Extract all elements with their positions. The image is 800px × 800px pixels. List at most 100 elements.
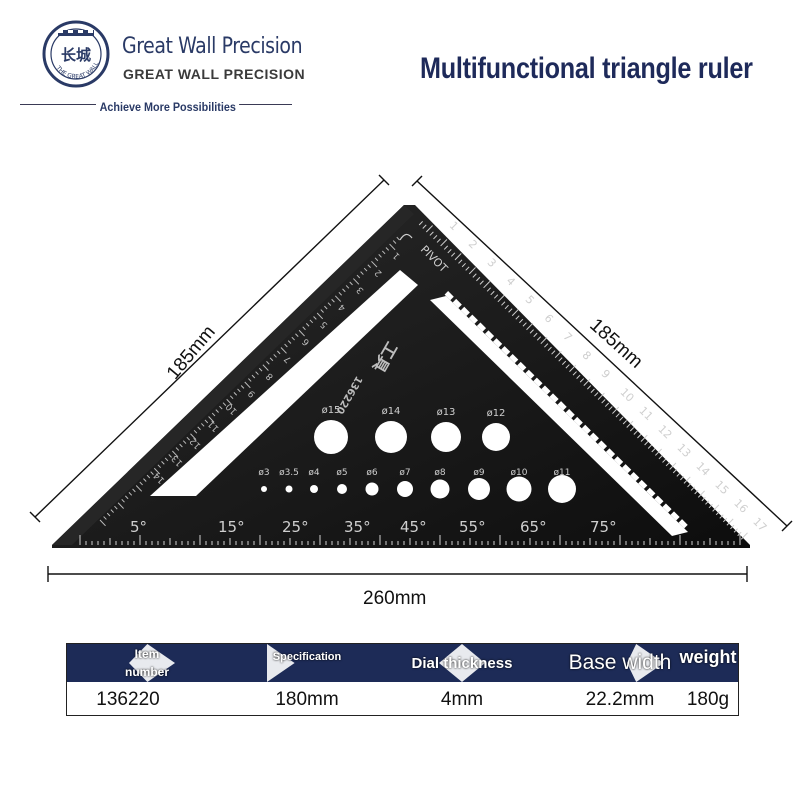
- left-tick: [342, 288, 346, 293]
- degree-label: 65°: [520, 518, 547, 536]
- left-tick: [345, 285, 350, 289]
- header-specification: Specification: [272, 651, 342, 663]
- small-hole: [430, 479, 450, 499]
- right-tick: [730, 524, 735, 530]
- left-tick: [226, 398, 233, 406]
- right-tick: [486, 287, 492, 292]
- left-tick: [356, 274, 361, 279]
- right-tick: [565, 364, 570, 369]
- left-tick: [251, 374, 256, 379]
- right-edge-number: 14: [693, 460, 712, 479]
- right-tick: [436, 238, 441, 243]
- right-tick: [594, 392, 599, 397]
- left-tick: [139, 481, 143, 486]
- serrated-teeth: [444, 291, 688, 529]
- slot-tooth: [460, 306, 470, 316]
- right-edge-number: 17: [750, 515, 769, 534]
- left-tick: [229, 395, 234, 400]
- right-edge-number: 9: [598, 367, 612, 381]
- left-tick: [237, 388, 241, 393]
- spec-table: Item number Specification Dial thickness…: [66, 643, 739, 716]
- right-tick: [726, 518, 734, 526]
- slot-tooth: [444, 291, 454, 301]
- slot-tooth: [501, 346, 511, 356]
- right-tick: [586, 385, 592, 390]
- left-tick: [353, 278, 360, 285]
- slot-tooth: [492, 338, 503, 348]
- slot-tooth: [662, 503, 672, 513]
- left-tick: [334, 295, 342, 302]
- value-base-width: 22.2mm: [585, 688, 655, 710]
- small-hole-label: ø8: [434, 468, 446, 478]
- left-tick: [233, 392, 238, 396]
- left-tick: [121, 498, 125, 503]
- small-hole: [548, 475, 576, 503]
- header-base-width: Base width: [568, 651, 672, 674]
- left-tick: [295, 333, 299, 337]
- left-tick: [255, 371, 259, 375]
- left-slot: [150, 270, 418, 496]
- right-tick: [740, 532, 748, 540]
- bottom-tick-marks: [79, 535, 741, 545]
- right-edge-number: 16: [731, 497, 750, 516]
- left-tick: [161, 461, 165, 465]
- right-tick: [633, 430, 638, 435]
- right-tick: [722, 517, 728, 523]
- right-tick: [533, 332, 538, 338]
- left-tick: [273, 354, 277, 358]
- right-tick: [465, 266, 470, 271]
- right-tick: [561, 360, 567, 366]
- right-edge-number: 6: [542, 311, 556, 325]
- left-edge-ticks: [99, 236, 400, 527]
- slot-tooth: [646, 487, 656, 497]
- right-tick: [504, 304, 509, 310]
- left-tick: [186, 436, 190, 441]
- slot-tooth: [517, 361, 527, 372]
- left-tick: [190, 433, 197, 440]
- slot-tooth: [670, 511, 680, 521]
- left-tick: [124, 495, 129, 500]
- left-tick: [179, 443, 183, 448]
- small-hole: [365, 482, 379, 496]
- right-tick: [547, 346, 552, 352]
- slot-tooth: [541, 385, 551, 395]
- small-hole: [506, 476, 532, 502]
- right-tick: [472, 273, 477, 278]
- left-tick: [374, 257, 379, 262]
- left-tick: [248, 378, 252, 382]
- degree-label: 55°: [459, 518, 486, 536]
- right-tick: [476, 276, 481, 282]
- left-tick: [157, 464, 162, 469]
- right-tick: [608, 406, 613, 411]
- left-tick: [269, 357, 274, 362]
- right-tick: [737, 531, 742, 537]
- right-edge-number: 7: [561, 330, 575, 344]
- right-tick: [583, 378, 591, 386]
- right-tick: [526, 322, 534, 331]
- small-hole-label: ø3: [258, 468, 269, 478]
- right-tick: [422, 224, 427, 229]
- left-tick: [146, 474, 151, 479]
- left-edge-number: 1: [391, 250, 402, 261]
- left-tick: [389, 243, 396, 251]
- right-tick: [429, 231, 434, 236]
- right-tick: [687, 482, 692, 488]
- right-tick: [458, 259, 463, 264]
- right-tick: [440, 239, 448, 247]
- left-tick: [208, 416, 215, 423]
- right-tick: [644, 441, 649, 446]
- large-hole: [482, 423, 510, 451]
- dimension-lines: [29, 174, 793, 582]
- small-hole-label: ø10: [511, 468, 528, 478]
- right-tick: [522, 322, 527, 327]
- left-tick: [331, 298, 335, 303]
- slot-tooth: [630, 471, 640, 482]
- right-tick: [669, 462, 677, 470]
- degree-label: 15°: [218, 518, 245, 536]
- ruler-lip: [52, 205, 414, 545]
- right-edge-ticks: [418, 221, 748, 540]
- right-tick: [540, 336, 548, 345]
- right-tick: [601, 399, 606, 404]
